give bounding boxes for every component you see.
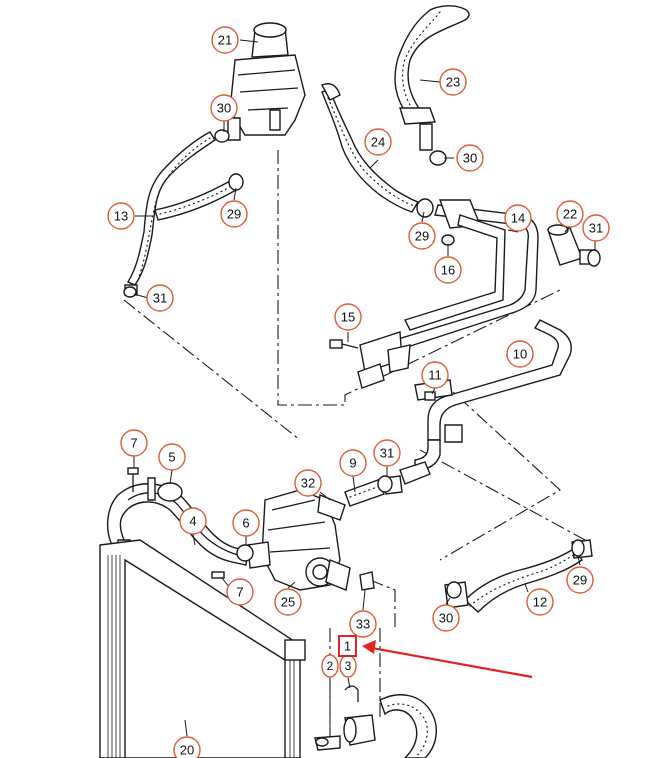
svg-text:29: 29 bbox=[227, 207, 241, 222]
callout-14[interactable]: 14 bbox=[504, 204, 532, 232]
callout-30-tank[interactable]: 30 bbox=[210, 94, 238, 122]
callout-12[interactable]: 12 bbox=[526, 588, 554, 616]
svg-text:23: 23 bbox=[446, 75, 460, 90]
svg-text:21: 21 bbox=[218, 33, 232, 48]
red-arrow bbox=[362, 640, 533, 679]
callout-2[interactable]: 2 bbox=[321, 654, 339, 678]
svg-text:29: 29 bbox=[415, 229, 429, 244]
highlight-part-1[interactable]: 1 bbox=[338, 635, 357, 657]
pipe-10 bbox=[414, 319, 572, 471]
fasteners bbox=[123, 129, 601, 747]
hose-23 bbox=[394, 5, 470, 151]
callout-7-bottom[interactable]: 7 bbox=[226, 578, 254, 606]
callout-6[interactable]: 6 bbox=[232, 509, 260, 537]
svg-text:6: 6 bbox=[242, 516, 249, 531]
callout-25[interactable]: 25 bbox=[274, 588, 302, 616]
callout-30-top[interactable]: 30 bbox=[456, 144, 484, 172]
callout-3[interactable]: 3 bbox=[339, 654, 357, 678]
callout-20[interactable]: 20 bbox=[173, 736, 201, 758]
hose-13 bbox=[124, 131, 237, 296]
callout-21[interactable]: 21 bbox=[211, 26, 239, 54]
svg-text:24: 24 bbox=[371, 135, 385, 150]
callout-33[interactable]: 33 bbox=[349, 610, 377, 638]
callout-32[interactable]: 32 bbox=[294, 469, 322, 497]
callout-4[interactable]: 4 bbox=[179, 507, 207, 535]
callout-29-mid[interactable]: 29 bbox=[408, 222, 436, 250]
svg-text:5: 5 bbox=[168, 450, 175, 465]
svg-text:16: 16 bbox=[441, 263, 455, 278]
svg-text:30: 30 bbox=[217, 101, 231, 116]
callout-16[interactable]: 16 bbox=[434, 256, 462, 284]
callout-30-bottom[interactable]: 30 bbox=[432, 604, 460, 632]
callout-24[interactable]: 24 bbox=[364, 128, 392, 156]
svg-text:15: 15 bbox=[341, 310, 355, 325]
svg-text:31: 31 bbox=[589, 221, 603, 236]
callout-29-bottom[interactable]: 29 bbox=[566, 566, 594, 594]
svg-text:7: 7 bbox=[130, 436, 137, 451]
svg-text:1: 1 bbox=[344, 639, 351, 654]
thermostat-housing bbox=[247, 489, 351, 591]
svg-text:13: 13 bbox=[114, 209, 128, 224]
svg-text:12: 12 bbox=[533, 595, 547, 610]
svg-text:14: 14 bbox=[511, 211, 525, 226]
svg-text:10: 10 bbox=[513, 347, 527, 362]
svg-text:20: 20 bbox=[180, 743, 194, 758]
callout-7-top[interactable]: 7 bbox=[120, 429, 148, 457]
svg-text:30: 30 bbox=[463, 151, 477, 166]
svg-text:29: 29 bbox=[573, 573, 587, 588]
svg-text:11: 11 bbox=[428, 368, 442, 383]
hose-24 bbox=[321, 83, 420, 213]
svg-text:3: 3 bbox=[345, 659, 352, 673]
callout-9[interactable]: 9 bbox=[339, 449, 367, 477]
svg-text:25: 25 bbox=[281, 595, 295, 610]
expansion-tank bbox=[227, 22, 306, 141]
callout-22[interactable]: 22 bbox=[556, 200, 584, 228]
svg-text:31: 31 bbox=[153, 291, 167, 306]
callout-29-left[interactable]: 29 bbox=[220, 200, 248, 228]
callout-15[interactable]: 15 bbox=[334, 303, 362, 331]
callout-23[interactable]: 23 bbox=[439, 68, 467, 96]
radiator bbox=[99, 539, 306, 758]
callout-5[interactable]: 5 bbox=[158, 443, 186, 471]
svg-text:7: 7 bbox=[236, 585, 243, 600]
svg-text:4: 4 bbox=[189, 514, 196, 529]
callout-13[interactable]: 13 bbox=[107, 202, 135, 230]
svg-text:22: 22 bbox=[563, 207, 577, 222]
callout-31-left[interactable]: 31 bbox=[146, 284, 174, 312]
callout-31-right[interactable]: 31 bbox=[582, 214, 610, 242]
callout-31-mid[interactable]: 31 bbox=[373, 439, 401, 467]
svg-text:30: 30 bbox=[439, 611, 453, 626]
svg-text:9: 9 bbox=[349, 456, 356, 471]
lower-radiator-hose bbox=[314, 694, 437, 758]
pipe-14 bbox=[357, 199, 539, 389]
svg-text:2: 2 bbox=[327, 659, 334, 673]
callout-11[interactable]: 11 bbox=[421, 361, 449, 389]
svg-text:32: 32 bbox=[301, 476, 315, 491]
svg-text:31: 31 bbox=[380, 446, 394, 461]
svg-text:33: 33 bbox=[356, 617, 370, 632]
callout-10[interactable]: 10 bbox=[506, 340, 534, 368]
